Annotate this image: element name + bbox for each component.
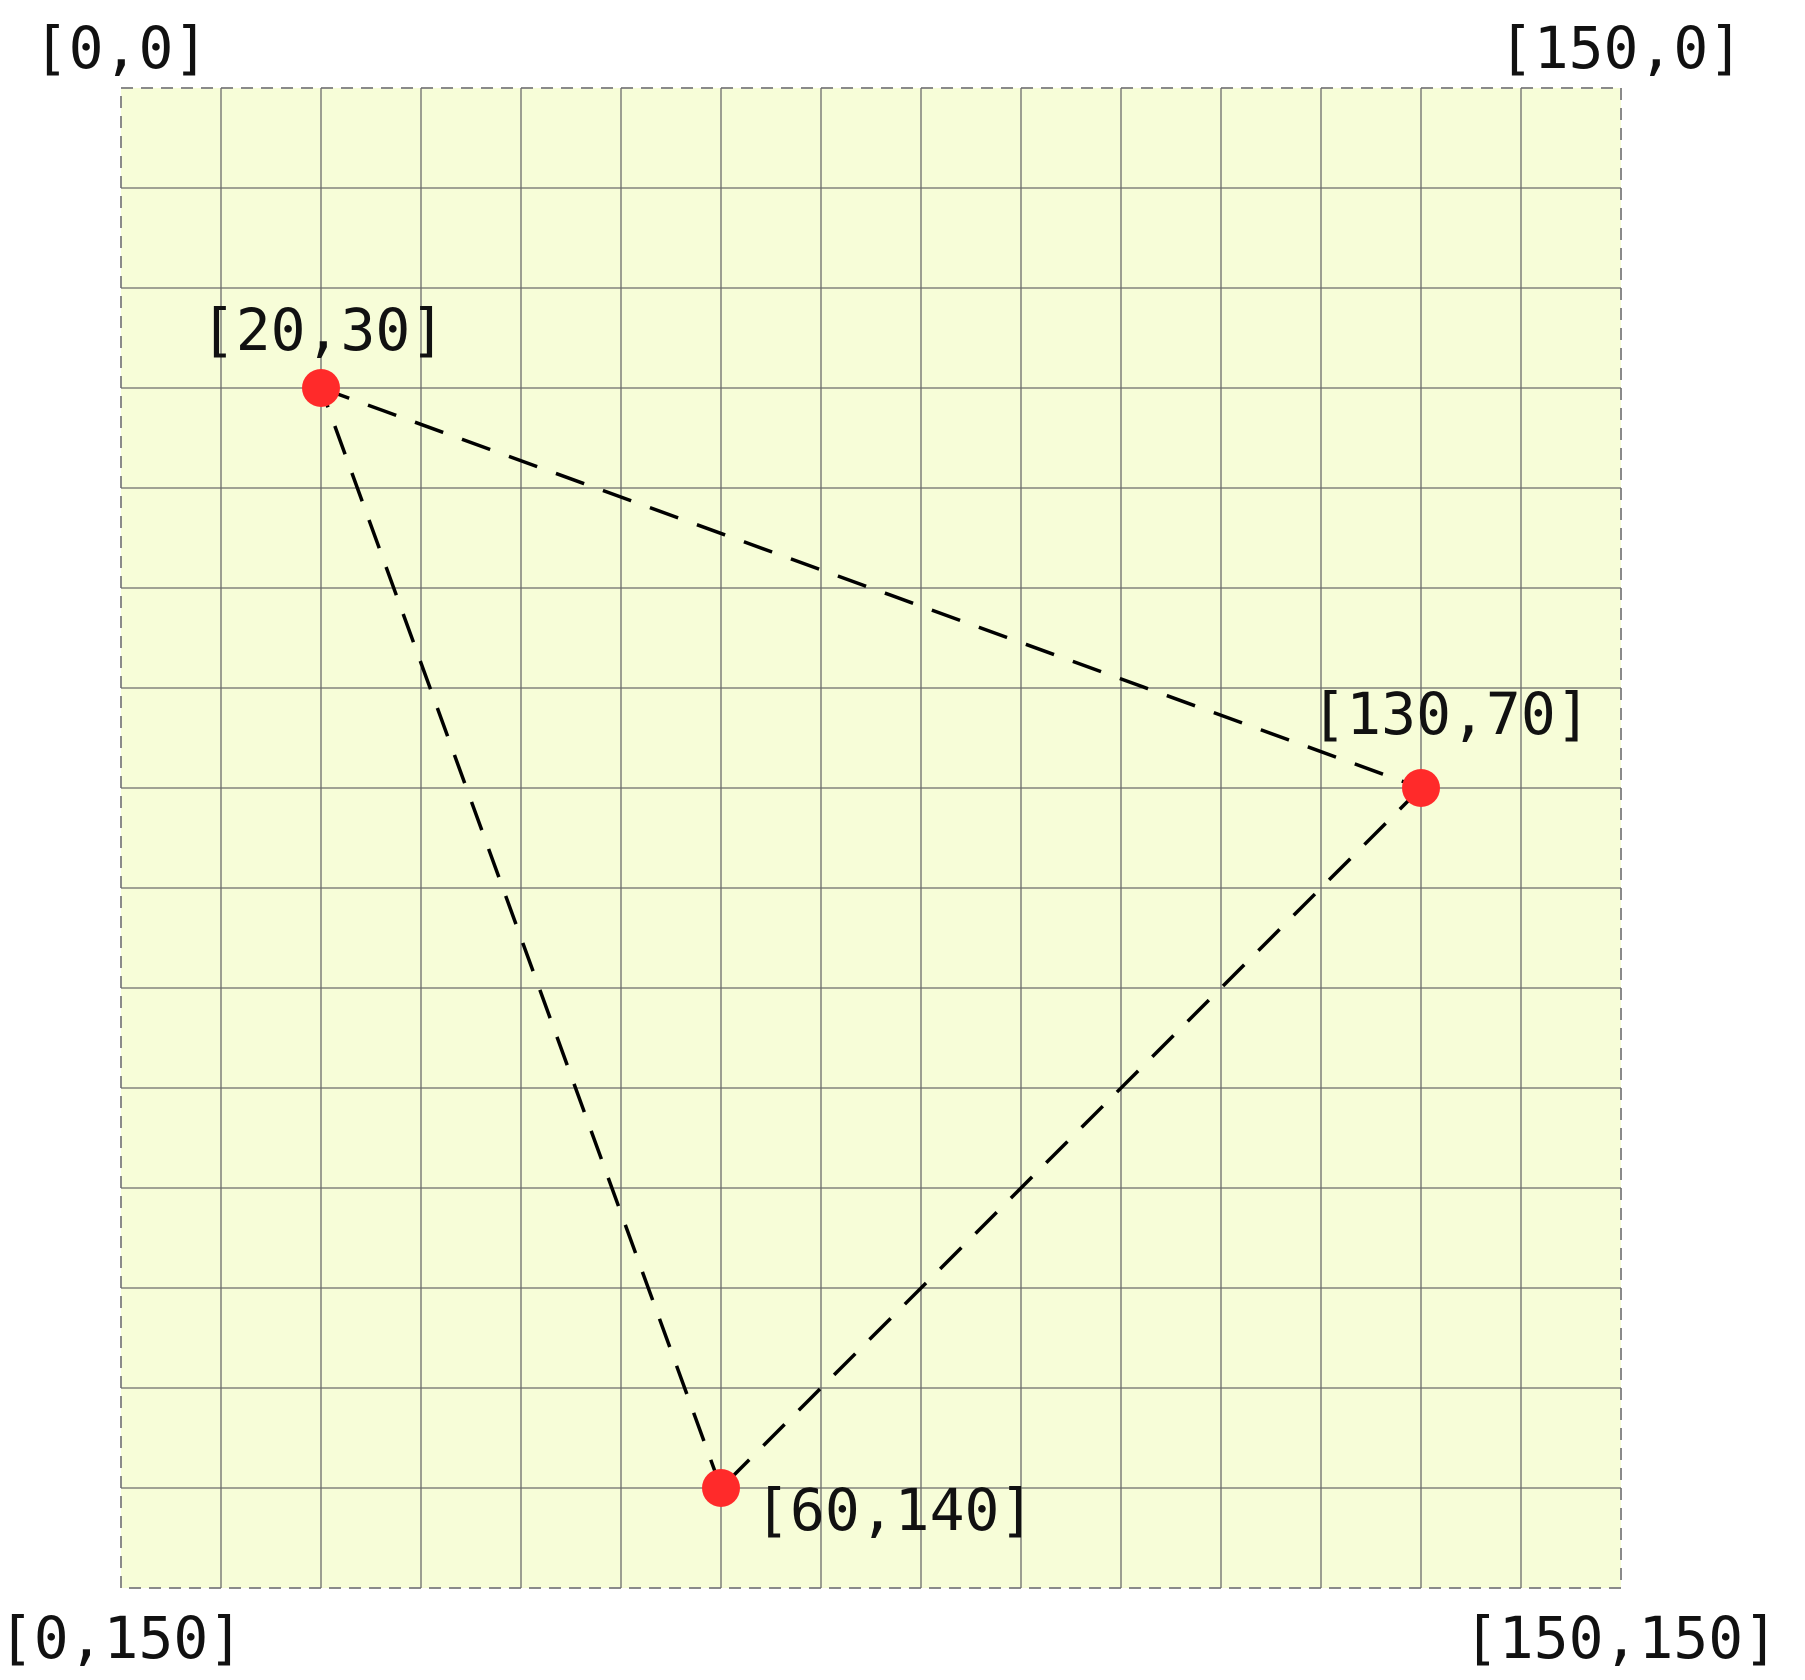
points-layer [302, 369, 1440, 1507]
point-label-c: [60,140] [755, 1476, 1034, 1544]
point-c [702, 1469, 740, 1507]
point-b [1402, 769, 1440, 807]
corner-label-top-left: [0,0] [34, 14, 209, 82]
edge-c-a [319, 387, 723, 1489]
corner-label-bottom-left: [0,150] [0, 1604, 243, 1672]
grid-lines [121, 88, 1621, 1588]
point-label-b: [130,70] [1311, 680, 1590, 748]
edge-a-b [320, 386, 1422, 790]
labels-layer: [0,0] [150,0] [0,150] [150,150] [20,30] [… [0, 14, 1778, 1672]
triangle-edges [319, 386, 1423, 1490]
corner-label-top-right: [150,0] [1499, 14, 1743, 82]
corner-label-bottom-right: [150,150] [1464, 1604, 1778, 1672]
edge-b-c [719, 786, 1423, 1490]
point-label-a: [20,30] [201, 296, 445, 364]
point-a [302, 369, 340, 407]
